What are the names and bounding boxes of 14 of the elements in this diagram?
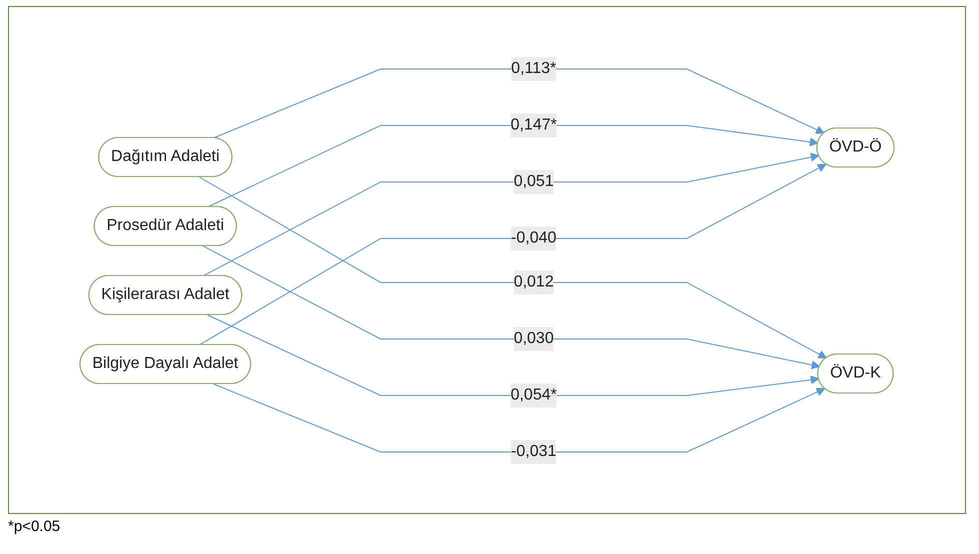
edge-label: 0,054* (510, 386, 557, 403)
edge-label: -0,031 (511, 442, 556, 460)
edge-label: 0,051 (514, 172, 554, 190)
edge-label: -0,040 (511, 228, 556, 246)
footnote: *p<0.05 (8, 518, 60, 535)
arrow (213, 383, 826, 452)
arrow (202, 245, 820, 369)
arrow (212, 68, 825, 138)
edge-label: 0,030 (514, 329, 554, 346)
edge-label: 0,113* (511, 60, 556, 76)
edge-label: 0,147* (510, 116, 557, 133)
arrow (207, 314, 820, 396)
diagram-frame: 0,113* 0,012 0,147* 0,030 0,051 0,054* -0,040 -0,031 Dağıtım Adaleti Prosedür Adaleti Kişilerarası Adalet Bilgiye Dayalı Adalet ÖVD-Ö ÖVD-K (8, 6, 966, 514)
edge-label: 0,012 (514, 272, 554, 290)
